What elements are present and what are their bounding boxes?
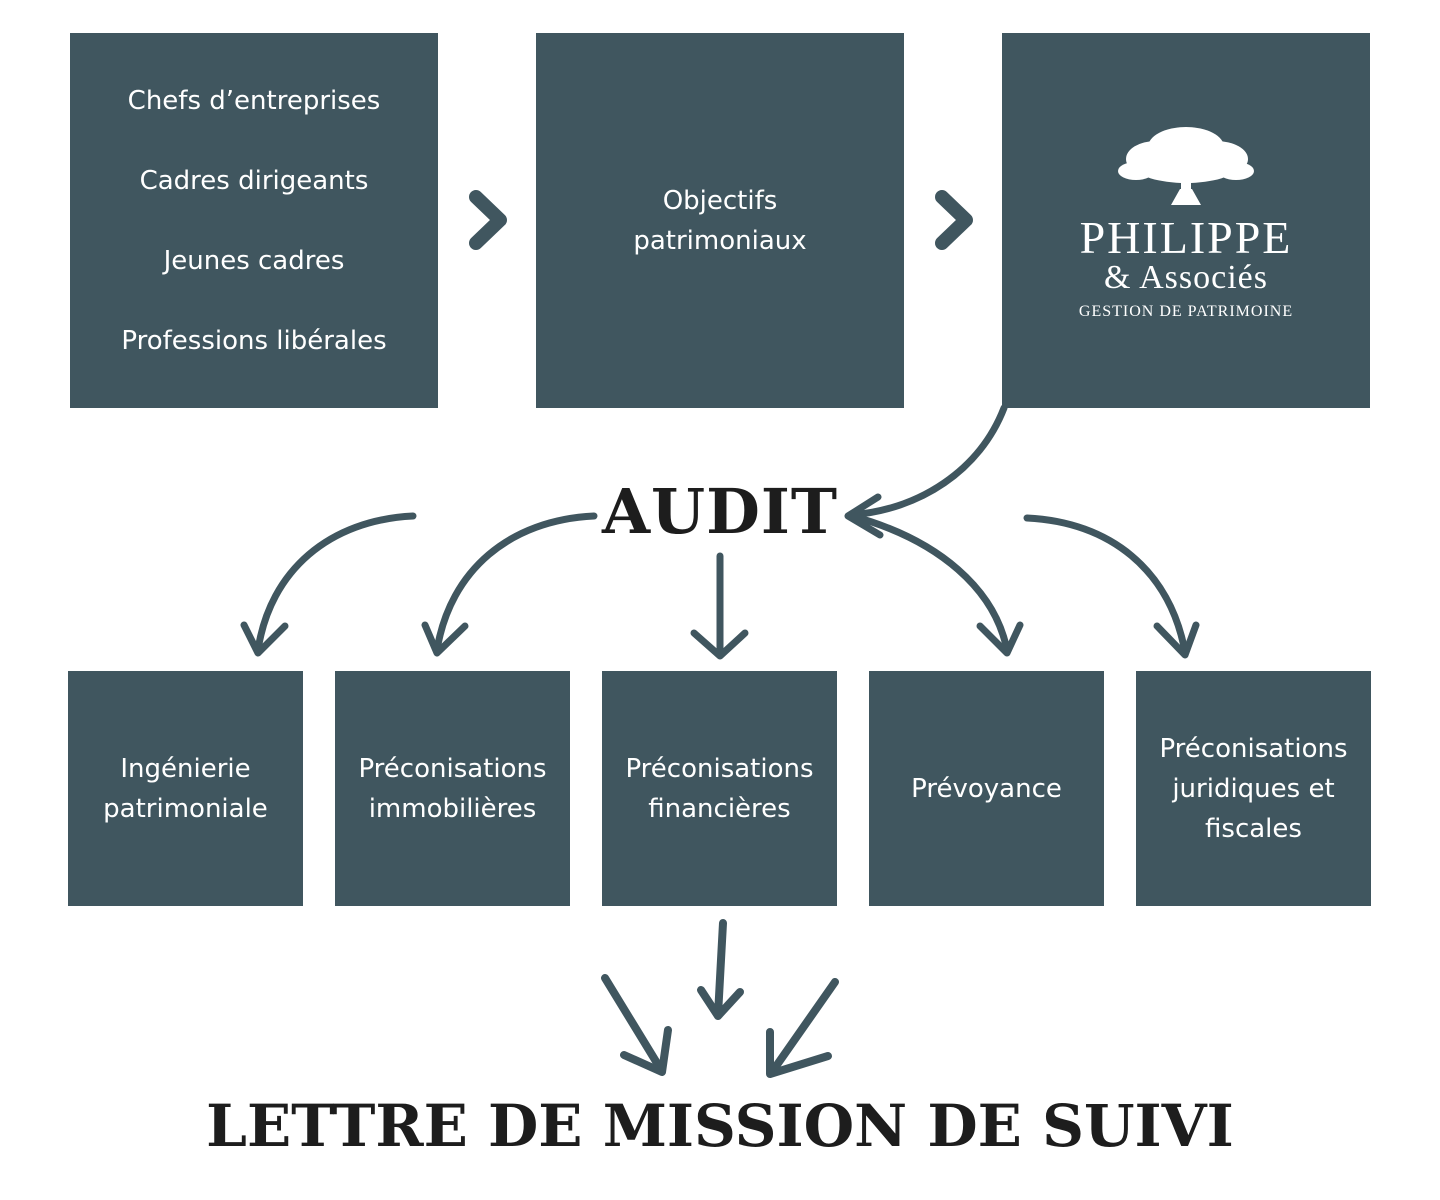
arrow-firm-to-audit bbox=[846, 404, 1008, 519]
objectives-line-1: Objectifs bbox=[662, 185, 778, 216]
service-line: Prévoyance bbox=[911, 773, 1062, 804]
oak-tree-icon bbox=[1118, 126, 1254, 205]
service-box-immobilieres: Préconisations immobilières bbox=[335, 671, 570, 906]
arrow-audit-to-b2 bbox=[433, 512, 598, 654]
service-box-ingenierie: Ingénierie patrimoniale bbox=[68, 671, 303, 906]
service-line: fiscales bbox=[1205, 813, 1302, 844]
client-type-4: Professions libérales bbox=[121, 325, 387, 356]
lettre-de-mission-title: LETTRE DE MISSION DE SUIVI bbox=[206, 1092, 1234, 1160]
service-line: financières bbox=[648, 793, 791, 824]
client-type-3: Jeunes cadres bbox=[163, 245, 345, 276]
client-type-1: Chefs d’entreprises bbox=[127, 85, 381, 116]
service-line: juridiques et bbox=[1172, 773, 1335, 804]
arrow-audit-to-b5 bbox=[1023, 514, 1189, 656]
firm-name: PHILIPPE bbox=[1079, 211, 1293, 263]
arrow-to-lettre-left bbox=[601, 974, 664, 1072]
chevron-right-icon-1 bbox=[469, 190, 507, 250]
firm-associes: & Associés bbox=[1104, 258, 1268, 296]
service-box-prevoyance: Prévoyance bbox=[869, 671, 1104, 906]
service-box-financieres: Préconisations financières bbox=[602, 671, 837, 906]
service-line: Préconisations bbox=[625, 753, 814, 784]
service-line: immobilières bbox=[368, 793, 537, 824]
service-line: Ingénierie bbox=[120, 753, 251, 784]
firm-subtitle: GESTION DE PATRIMOINE bbox=[1078, 302, 1294, 320]
service-line: patrimoniale bbox=[103, 793, 268, 824]
audit-title: AUDIT bbox=[601, 475, 839, 548]
arrow-audit-to-b4 bbox=[848, 512, 1011, 654]
client-type-2: Cadres dirigeants bbox=[139, 165, 369, 196]
arrow-to-lettre-right bbox=[768, 978, 839, 1076]
chevron-right-icon-2 bbox=[935, 190, 973, 250]
objectives-line-2: patrimoniaux bbox=[633, 225, 807, 256]
arrow-audit-to-b1 bbox=[254, 512, 417, 654]
service-box-juridiques: Préconisations juridiques et fiscales bbox=[1136, 671, 1371, 906]
firm-logo-box: PHILIPPE & Associés GESTION DE PATRIMOIN… bbox=[1002, 33, 1370, 408]
objectives-box: Objectifs patrimoniaux bbox=[536, 33, 904, 408]
service-line: Préconisations bbox=[358, 753, 547, 784]
client-types-box: Chefs d’entreprises Cadres dirigeants Je… bbox=[70, 33, 438, 408]
arrow-to-lettre-middle bbox=[714, 919, 727, 1019]
service-line: Préconisations bbox=[1159, 733, 1348, 764]
